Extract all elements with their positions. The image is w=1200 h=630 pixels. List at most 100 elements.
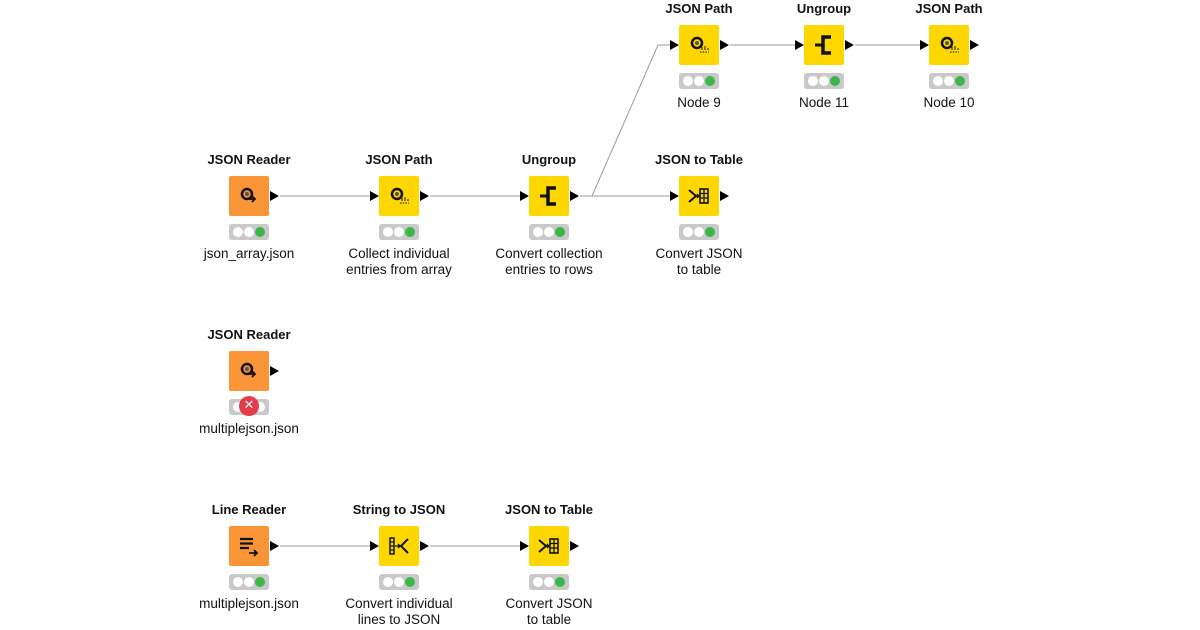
status-light-yellow — [944, 76, 954, 86]
node-label[interactable]: json_array.json — [203, 246, 295, 261]
status-traffic-light — [679, 73, 719, 89]
node-title: JSON Reader — [207, 152, 291, 167]
status-traffic-light — [379, 224, 419, 240]
node-label[interactable]: Convert JSON to table — [655, 246, 743, 277]
ungroup-icon — [815, 35, 831, 55]
json-path-icon — [390, 187, 409, 204]
node-label[interactable]: multiplejson.json — [199, 421, 299, 436]
node-title: Ungroup — [796, 1, 852, 16]
status-traffic-light — [229, 224, 269, 240]
status-light-green — [255, 227, 265, 237]
status-light-green — [405, 227, 415, 237]
input-port[interactable] — [670, 40, 679, 50]
status-light-yellow — [394, 227, 404, 237]
node-label[interactable]: Node 11 — [798, 95, 850, 110]
output-port[interactable] — [270, 366, 279, 376]
json-reader-icon — [240, 187, 257, 203]
status-light-red — [233, 577, 243, 587]
node-label[interactable]: multiplejson.json — [199, 596, 299, 611]
error-icon[interactable]: ✕ — [239, 396, 259, 416]
output-port[interactable] — [420, 541, 429, 551]
output-port[interactable] — [570, 541, 579, 551]
input-port[interactable] — [795, 40, 804, 50]
output-port[interactable] — [270, 541, 279, 551]
input-port[interactable] — [920, 40, 929, 50]
status-light-red — [533, 227, 543, 237]
json-reader-icon — [240, 362, 257, 378]
node-icon-box[interactable] — [679, 176, 719, 216]
status-traffic-light — [529, 574, 569, 590]
output-port[interactable] — [270, 191, 279, 201]
node-title: JSON Reader — [207, 327, 291, 342]
node-title: JSON Path — [365, 152, 433, 167]
string-to-json-icon — [389, 537, 409, 555]
node-label[interactable]: Convert collection entries to rows — [495, 246, 603, 277]
node-icon-box[interactable] — [229, 176, 269, 216]
node-icon-box[interactable] — [929, 25, 969, 65]
node-icon-box[interactable] — [529, 526, 569, 566]
node-icon-box[interactable] — [529, 176, 569, 216]
output-port[interactable] — [845, 40, 854, 50]
output-port[interactable] — [720, 191, 729, 201]
json-path-icon — [690, 36, 709, 53]
node-title: JSON to Table — [655, 152, 743, 167]
node-icon-box[interactable] — [229, 351, 269, 391]
node-label[interactable]: Convert JSON to table — [505, 596, 593, 627]
json-to-table-icon — [688, 188, 709, 204]
node-title: JSON to Table — [505, 502, 593, 517]
node-icon-box[interactable] — [679, 25, 719, 65]
status-light-red — [233, 227, 243, 237]
status-light-yellow — [244, 227, 254, 237]
status-traffic-light — [679, 224, 719, 240]
output-port[interactable] — [970, 40, 979, 50]
status-light-red — [233, 402, 243, 412]
status-light-yellow — [544, 227, 554, 237]
json-to-table-icon — [538, 538, 559, 554]
status-light-green — [255, 577, 265, 587]
status-light-yellow — [694, 227, 704, 237]
status-light-yellow — [544, 577, 554, 587]
status-light-green — [705, 76, 715, 86]
status-traffic-light — [529, 224, 569, 240]
status-light-yellow — [819, 76, 829, 86]
status-light-green — [955, 76, 965, 86]
status-light-green — [705, 227, 715, 237]
connection-ungroup-to-node-9 — [580, 44, 670, 197]
line-reader-icon — [240, 537, 259, 557]
node-icon-box[interactable] — [229, 526, 269, 566]
output-port[interactable] — [420, 191, 429, 201]
node-label[interactable]: Node 10 — [923, 95, 975, 110]
node-icon-box[interactable] — [804, 25, 844, 65]
node-label[interactable]: Convert individual lines to JSON — [345, 596, 453, 627]
status-traffic-light — [804, 73, 844, 89]
status-light-red — [683, 76, 693, 86]
status-light-red — [933, 76, 943, 86]
ungroup-icon — [540, 186, 556, 206]
node-icon-box[interactable] — [379, 176, 419, 216]
status-traffic-light: ✕ — [229, 396, 269, 416]
node-title: String to JSON — [352, 502, 446, 517]
status-light-yellow — [244, 577, 254, 587]
status-light-yellow — [394, 577, 404, 587]
status-light-green — [830, 76, 840, 86]
output-port[interactable] — [720, 40, 729, 50]
input-port[interactable] — [520, 541, 529, 551]
status-light-yellow — [694, 76, 704, 86]
output-port[interactable] — [570, 191, 579, 201]
node-title: JSON Path — [665, 1, 733, 16]
status-light-green — [555, 577, 565, 587]
input-port[interactable] — [520, 191, 529, 201]
input-port[interactable] — [370, 541, 379, 551]
status-light-red — [383, 227, 393, 237]
input-port[interactable] — [670, 191, 679, 201]
status-light-red — [683, 227, 693, 237]
node-icon-box[interactable] — [379, 526, 419, 566]
node-label[interactable]: Collect individual entries from array — [346, 246, 452, 277]
status-light-green — [255, 402, 265, 412]
status-light-red — [533, 577, 543, 587]
node-label[interactable]: Node 9 — [677, 95, 721, 110]
status-traffic-light — [929, 73, 969, 89]
status-traffic-light — [229, 574, 269, 590]
input-port[interactable] — [370, 191, 379, 201]
